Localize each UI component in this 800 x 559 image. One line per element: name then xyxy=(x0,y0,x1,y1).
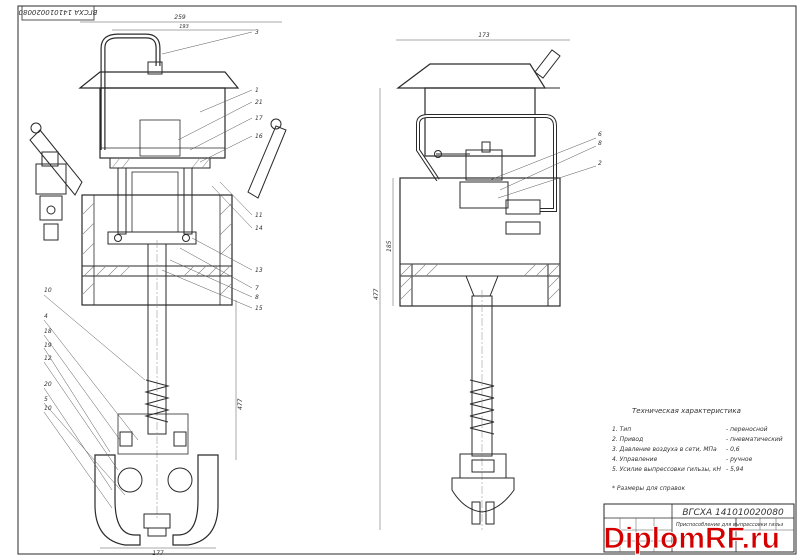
callout-left-3: 19 xyxy=(44,342,52,349)
callout-right-3: 17 xyxy=(255,115,263,122)
spec-value-0: - переносной xyxy=(726,426,768,433)
spec-label-4: 5. Усилие выпрессовки гильзы, кН xyxy=(612,466,722,473)
spec-label-2: 3. Давление воздуха в сети, МПа xyxy=(612,446,717,453)
callout-right-1: 1 xyxy=(255,87,259,94)
callout-right-5: 11 xyxy=(255,212,263,219)
callout-right-4: 16 xyxy=(255,133,263,140)
spec-label-3: 4. Управление xyxy=(612,456,658,463)
top-stamp-text: ВГСХА 141010020080 xyxy=(18,8,97,16)
callout-left-4: 12 xyxy=(44,355,52,362)
callout-left-5: 20 xyxy=(44,381,52,388)
callout-side-0: 6 xyxy=(598,131,602,138)
side-view: 173 xyxy=(373,32,602,530)
dim-front-top: 259 xyxy=(174,14,186,21)
callout-right-6: 14 xyxy=(255,225,263,232)
right-callouts: 3 1 21 17 16 11 14 13 7 8 15 xyxy=(255,29,263,312)
front-view: 259 193 xyxy=(29,14,287,557)
dim-side-height: 477 xyxy=(373,288,380,300)
callout-right-7: 13 xyxy=(255,267,263,274)
callout-left-7: 10 xyxy=(44,405,52,412)
title-block: ВГСХА 141010020080 Приспособление для вы… xyxy=(603,503,795,553)
dim-front-bottom: 177 xyxy=(152,550,164,557)
dim-front-sub: 193 xyxy=(179,24,189,30)
specs-title: Техническая характеристика xyxy=(632,407,741,415)
spec-value-1: - пневматический xyxy=(726,436,783,443)
callout-left-6: 5 xyxy=(44,396,48,403)
specs-rows: 1. Тип - переносной 2. Привод - пневмати… xyxy=(612,426,783,473)
dim-side-top: 173 xyxy=(478,32,490,39)
dim-front-height: 477 xyxy=(237,398,244,410)
callout-side-2: 2 xyxy=(598,160,602,167)
spec-label-1: 2. Привод xyxy=(612,436,643,443)
top-stamp: ВГСХА 141010020080 xyxy=(18,5,97,21)
callout-left-2: 18 xyxy=(44,328,52,335)
spec-label-0: 1. Тип xyxy=(612,426,631,433)
side-callouts: 6 8 2 xyxy=(598,131,602,167)
callout-side-1: 8 xyxy=(598,140,602,147)
dim-side-mid: 185 xyxy=(386,240,393,252)
title-block-stamp: ВГСХА 141010020080 xyxy=(682,508,784,518)
callout-left-1: 4 xyxy=(44,313,48,320)
callout-right-9: 8 xyxy=(255,294,259,301)
left-callouts: 10 4 18 19 12 20 5 10 xyxy=(44,287,52,412)
callout-right-10: 15 xyxy=(255,305,263,312)
callout-right-8: 7 xyxy=(255,285,259,292)
technical-specs: Техническая характеристика 1. Тип - пере… xyxy=(612,407,783,492)
callout-right-2: 21 xyxy=(255,99,263,106)
title-block-name: Приспособление для выпрессовки гильз xyxy=(676,522,784,528)
callout-right-0: 3 xyxy=(255,29,259,36)
specs-note: * Размеры для справок xyxy=(612,485,685,492)
watermark: DiplomRF.ru xyxy=(603,522,780,555)
drawing-frame xyxy=(17,5,797,555)
spec-value-4: - 5,94 xyxy=(726,466,744,473)
callout-left-0: 10 xyxy=(44,287,52,294)
spec-value-2: - 0,6 xyxy=(726,446,740,453)
spec-value-3: - ручное xyxy=(726,456,753,463)
